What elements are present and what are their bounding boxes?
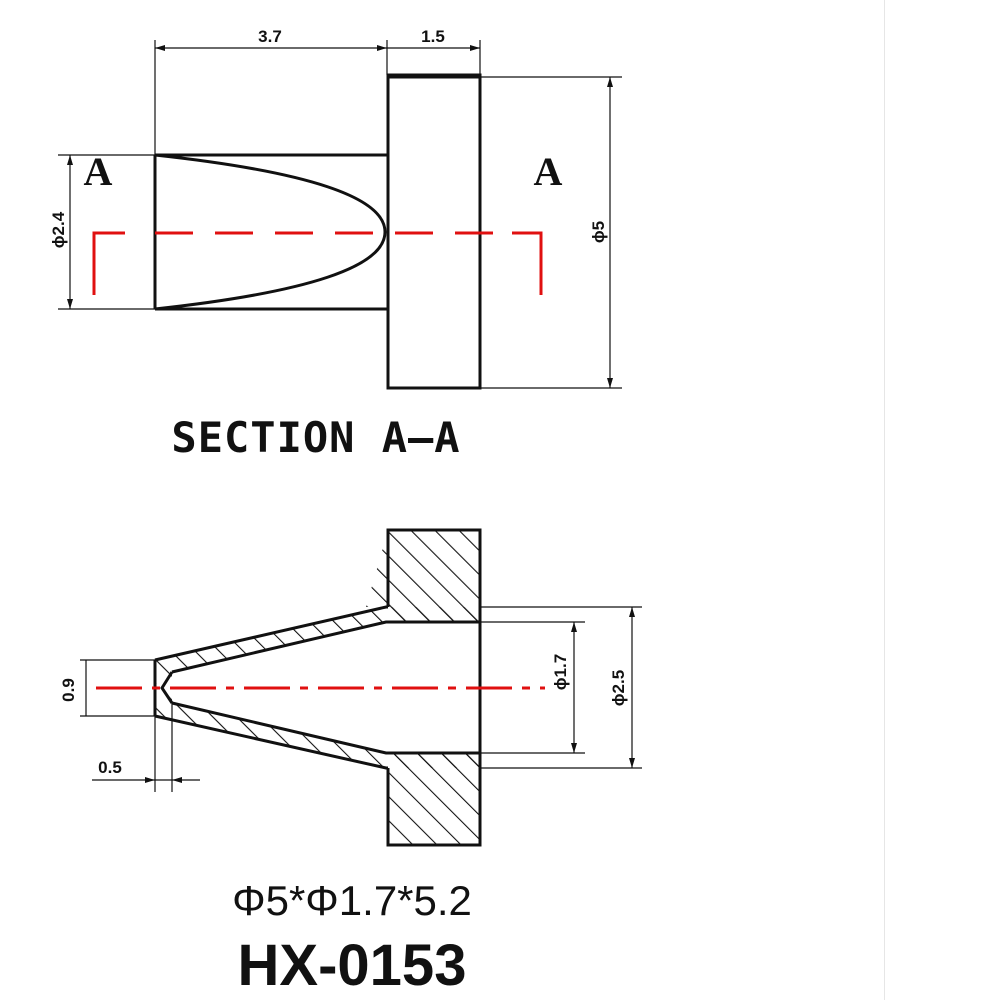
flange-bottom-hatch (388, 753, 480, 845)
section-marker-right: A (534, 149, 563, 194)
dim-outer-dia-label: ϕ2.5 (609, 670, 628, 706)
dim-length-label: 3.7 (258, 27, 282, 46)
dim-wall-label: 0.5 (98, 758, 122, 777)
dim-wall: 0.5 (92, 703, 200, 792)
cone-outer-top (154, 605, 388, 662)
cone-wall-bottom-hatch (155, 693, 480, 768)
cone-inner-top (171, 620, 480, 674)
top-view: 3.7 1.5 ϕ2.4 ϕ5 A A SECTION A—A (49, 27, 622, 462)
section-line-right (512, 231, 543, 295)
dim-bore-dia: ϕ1.7 (480, 621, 585, 754)
section-line-left (92, 231, 125, 295)
dim-tip-dia: 0.9 (59, 659, 155, 717)
cone-inner-bottom (171, 701, 480, 755)
page-edge-line (884, 0, 885, 1000)
dim-outer-dia: ϕ2.5 (480, 606, 642, 769)
dim-flange-1-5: 1.5 (387, 27, 481, 75)
dim-body-dia: ϕ2.4 (49, 154, 155, 310)
section-view: 0.9 0.5 ϕ1.7 ϕ2.5 (59, 528, 642, 847)
dim-tip-dia-label: 0.9 (59, 678, 78, 702)
flange-top-hatch (366, 530, 480, 622)
part-code: HX-0153 (238, 933, 467, 998)
dim-flange-label: 1.5 (421, 27, 445, 46)
dim-length-3-7: 3.7 (154, 27, 388, 155)
dim-body-dia-label: ϕ2.4 (49, 211, 68, 248)
cone-wall-top-hatch (155, 607, 480, 684)
dim-flange-dia: ϕ5 (480, 76, 622, 389)
cone-outer-bottom (154, 714, 388, 770)
nozzle-taper-curve (154, 153, 387, 311)
dim-flange-dia-label: ϕ5 (589, 221, 608, 243)
spec-text: Φ5*Φ1.7*5.2 (232, 877, 472, 924)
section-caption: SECTION A—A (171, 413, 460, 462)
dim-bore-dia-label: ϕ1.7 (551, 654, 570, 690)
section-marker-left: A (84, 149, 113, 194)
